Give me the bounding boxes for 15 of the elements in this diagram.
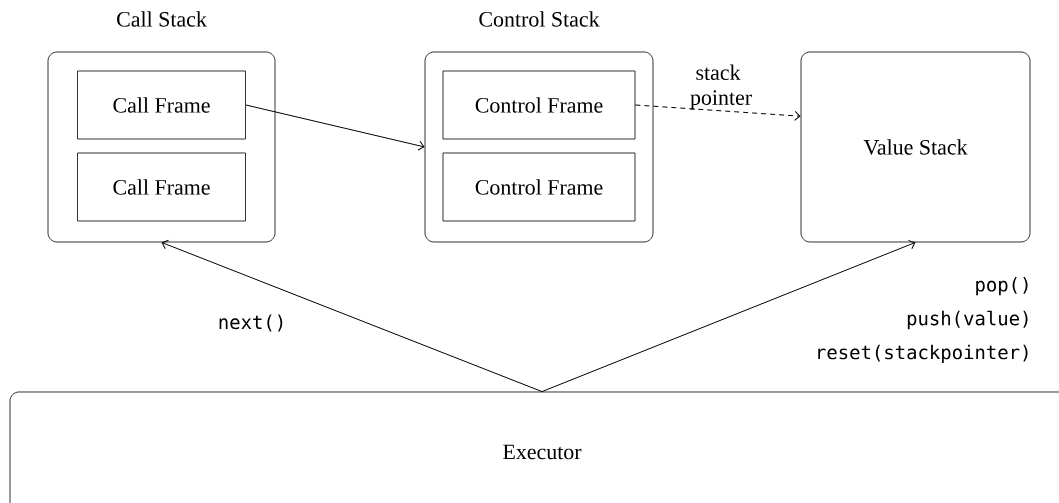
frame-box: Control Frame [442,70,636,140]
stack-heading: Control Stack [479,11,600,27]
arrow [245,104,425,151]
arrow [161,239,543,393]
frame-box: Call Frame [77,70,246,140]
edge-label: pop() push(value) reset(stackpointer) [818,276,1028,363]
stack-box: Value Stack [800,51,1031,243]
edge-label: next() [219,314,283,332]
frame-box: Control Frame [442,152,636,222]
stack-heading: Call Stack [117,11,207,27]
edge-label: stack pointer [690,64,752,110]
executor-box: Executor [9,391,1059,503]
frame-box: Call Frame [77,152,246,222]
arrow [541,239,916,393]
arrow [634,104,801,121]
